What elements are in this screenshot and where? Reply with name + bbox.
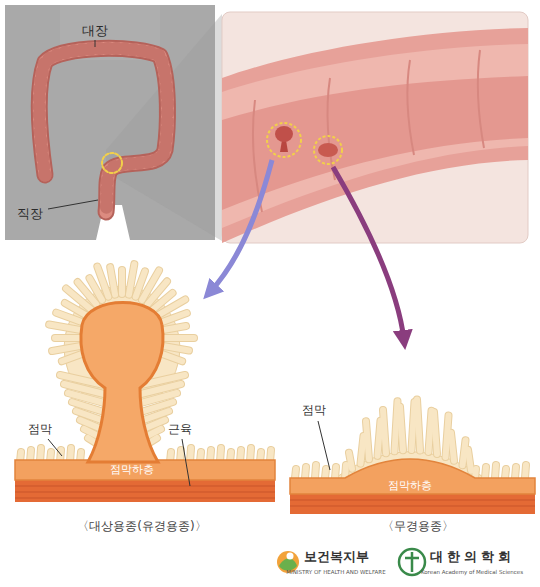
logo-text: 대한의학회 [430, 550, 515, 565]
pedunculated-polyp [15, 264, 275, 502]
tissue-label: 점막하층 [388, 480, 432, 493]
colon-interior [222, 12, 528, 243]
figure-caption: 〈무경용종〉 [382, 520, 454, 534]
tissue-label: 점막하층 [110, 464, 154, 477]
logo-subtext: Korean Academy of Medical Sciences [421, 569, 523, 575]
leader-line [95, 40, 96, 47]
zoom-arrow [333, 167, 404, 340]
organ-label: 대장 [82, 24, 108, 39]
organ-label: 직장 [17, 207, 43, 222]
colon [39, 48, 167, 212]
tissue-label: 점막 [28, 423, 52, 437]
tissue-label: 근육 [168, 423, 192, 437]
logo-text: 보건복지부 [304, 550, 369, 565]
leader-line [48, 200, 98, 209]
sessile-polyp [290, 399, 535, 514]
logo-subtext: MINISTRY OF HEALTH AND WELFARE [286, 569, 385, 575]
zoom-arrow [210, 160, 272, 292]
figure-caption: 〈대상용종(유경용종)〉 [77, 520, 206, 534]
tissue-label: 점막 [302, 404, 326, 418]
